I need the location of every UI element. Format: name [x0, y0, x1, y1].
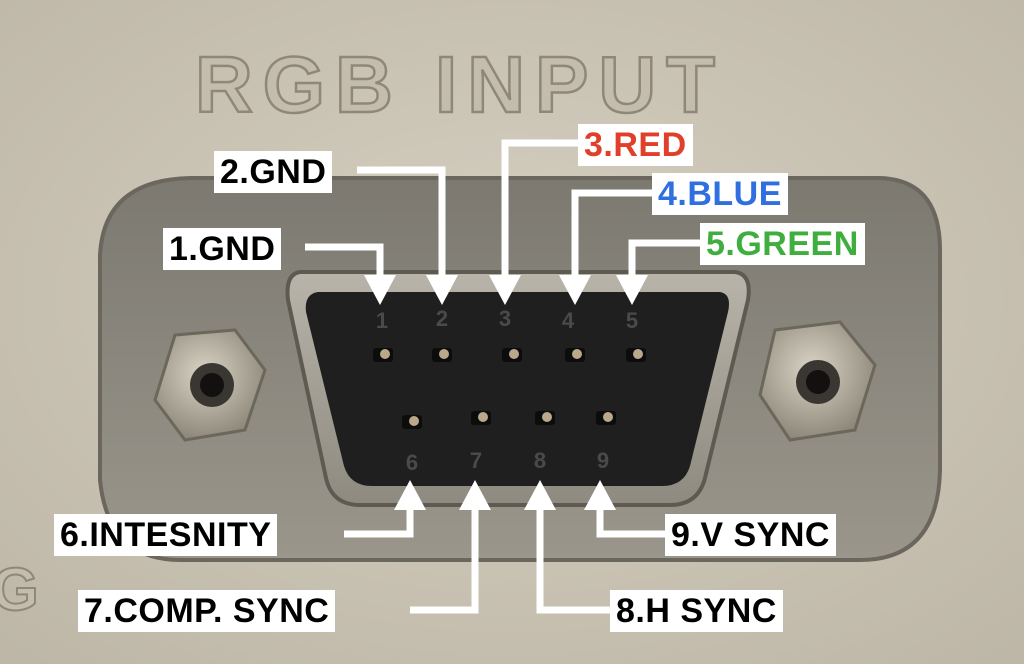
pin-label-9-v-sync: 9.V SYNC	[665, 514, 836, 556]
pin-label-4-blue: 4.BLUE	[652, 173, 788, 215]
pin-number-4: 4	[562, 308, 575, 333]
arrow-pin-6	[344, 480, 426, 538]
arrow-pin-1	[305, 243, 396, 305]
arrow-pin-9	[584, 480, 665, 538]
pin-number-9: 9	[597, 448, 609, 473]
pin-contact-4	[565, 348, 585, 362]
pin-contact-6	[402, 415, 422, 429]
pin-number-1: 1	[376, 308, 388, 333]
embossed-side-text: G	[0, 556, 39, 623]
pin-number-5: 5	[626, 308, 638, 333]
pin-number-6: 6	[406, 450, 418, 475]
arrow-pin-5	[616, 239, 700, 305]
pin-contact-9	[596, 411, 616, 425]
pin-label-6-intensity: 6.INTESNITY	[54, 514, 278, 556]
pin-label-5-green: 5.GREEN	[700, 223, 865, 265]
pin-number-3: 3	[499, 306, 511, 331]
left-jackscrew	[153, 328, 267, 442]
arrow-pin-2	[357, 166, 458, 305]
connector-face	[305, 292, 729, 486]
pin-contact-8	[535, 411, 555, 425]
embossed-title: RGB INPUT	[195, 40, 725, 129]
right-jackscrew	[758, 320, 877, 442]
arrow-pin-7	[410, 480, 491, 614]
pin-label-2-gnd: 2.GND	[214, 151, 333, 193]
pin-label-8-h-sync: 8.H SYNC	[610, 590, 783, 632]
pin-contact-1	[373, 348, 393, 362]
pin-contact-5	[626, 348, 646, 362]
arrow-pin-4	[559, 189, 652, 305]
pin-contact-7	[471, 411, 491, 425]
pin-label-3-red: 3.RED	[578, 124, 693, 166]
pin-contact-2	[432, 348, 452, 362]
pin-label-7-comp-sync: 7.COMP. SYNC	[78, 590, 336, 632]
pin-number-2: 2	[436, 306, 448, 331]
pin-number-8: 8	[534, 448, 546, 473]
arrow-pin-8	[524, 480, 610, 614]
arrow-pin-3	[489, 139, 578, 305]
pin-label-1-gnd: 1.GND	[163, 228, 282, 270]
pin-number-7: 7	[470, 448, 482, 473]
pin-contact-3	[502, 348, 522, 362]
